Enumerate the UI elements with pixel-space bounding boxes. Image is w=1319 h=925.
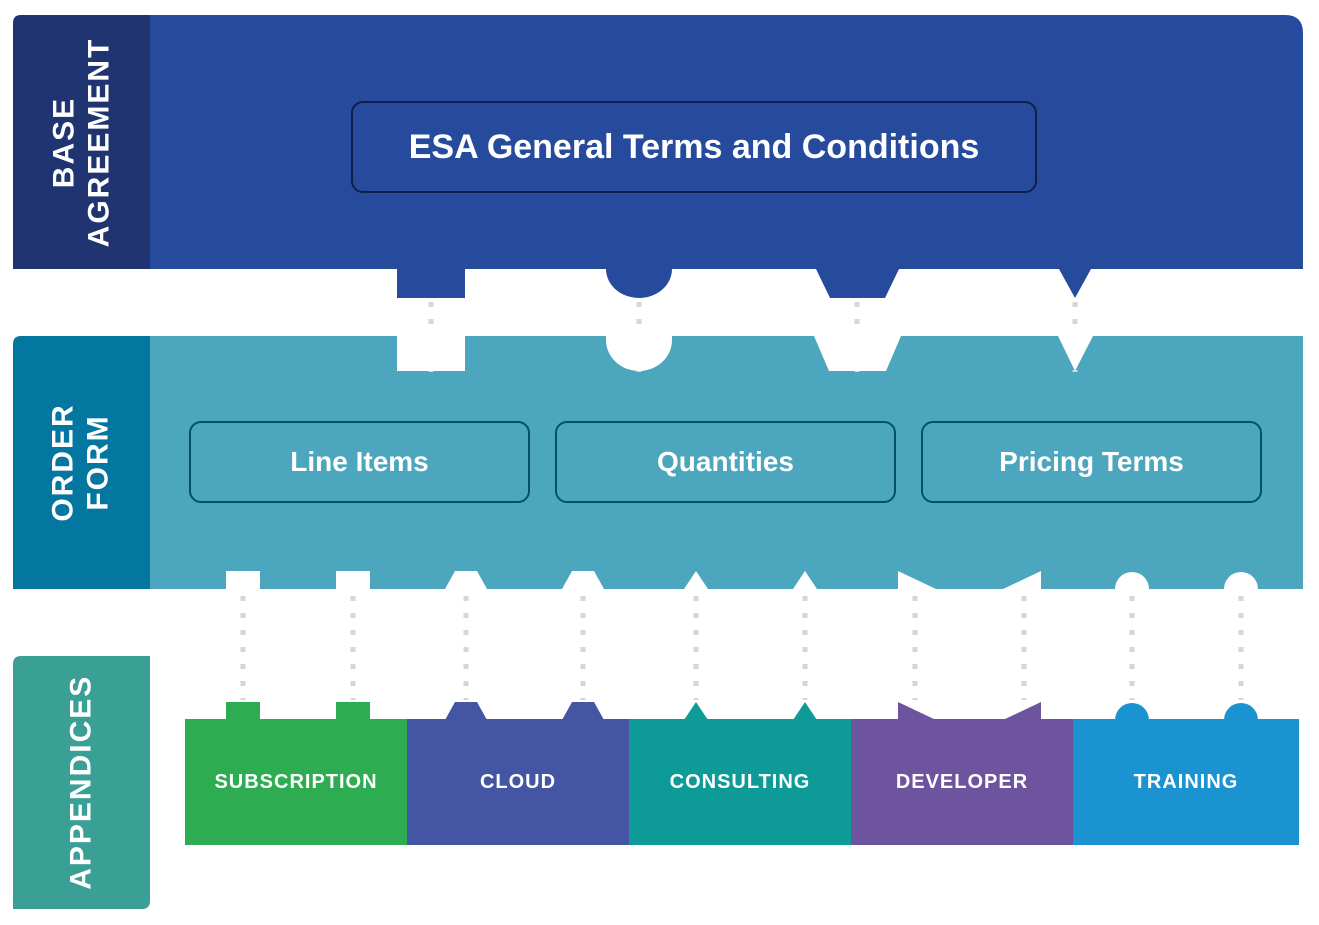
order-form-label-text: ORDER FORM bbox=[47, 403, 115, 522]
base-label-panel bbox=[13, 15, 150, 269]
appendix-block-3 bbox=[851, 719, 1073, 845]
appendix-block-0 bbox=[185, 719, 407, 845]
base-agreement-label-text: BASE AGREEMENT bbox=[47, 37, 115, 247]
appendix-cloud: CLOUD bbox=[479, 770, 557, 793]
line-items-box: Line Items bbox=[189, 421, 530, 503]
appendix-block-2 bbox=[629, 719, 851, 845]
order-trapezoid-socket-1 bbox=[562, 571, 604, 589]
order-round-socket-1 bbox=[1224, 572, 1258, 589]
subscription-square-tab-0 bbox=[226, 702, 260, 720]
order-triangle-socket bbox=[1058, 336, 1093, 371]
order-label-panel bbox=[13, 336, 150, 589]
order-triangle-socket-0 bbox=[684, 571, 708, 589]
order-square-socket-0 bbox=[226, 571, 260, 589]
developer-arrow-left-tab bbox=[1003, 702, 1041, 720]
order-triangle-socket-1 bbox=[793, 571, 817, 589]
training-round-tab-1 bbox=[1224, 703, 1258, 720]
appendices-label-text: APPENDICES bbox=[64, 674, 98, 891]
order-square-socket-1 bbox=[336, 571, 370, 589]
order-square-socket bbox=[397, 336, 465, 371]
base-agreement-label: BASE AGREEMENT bbox=[13, 15, 150, 269]
appendix-subscription: SUBSCRIPTION bbox=[214, 770, 378, 793]
base-triangle-tab bbox=[1059, 269, 1091, 298]
order-arrow-right-socket bbox=[898, 571, 936, 589]
base-square-tab bbox=[397, 269, 465, 298]
subscription-square-tab-1 bbox=[336, 702, 370, 720]
appendix-training: TRAINING bbox=[1133, 770, 1239, 793]
order-trapezoid-socket bbox=[814, 336, 901, 371]
cloud-trapezoid-tab-0 bbox=[445, 702, 487, 720]
appendix-block-4 bbox=[1073, 719, 1299, 845]
order-form-label: ORDER FORM bbox=[13, 336, 150, 589]
consulting-triangle-tab-0 bbox=[684, 702, 708, 720]
base-band bbox=[150, 15, 1303, 269]
quantities-box: Quantities bbox=[555, 421, 896, 503]
order-round-socket-0 bbox=[1115, 572, 1149, 589]
appendices-label: APPENDICES bbox=[13, 656, 150, 909]
esa-general-terms-box: ESA General Terms and Conditions bbox=[351, 101, 1037, 193]
appendix-block-1 bbox=[407, 719, 629, 845]
base-trapezoid-tab bbox=[816, 269, 899, 298]
developer-arrow-right-tab bbox=[898, 702, 936, 720]
order-trapezoid-socket-0 bbox=[445, 571, 487, 589]
appendix-developer: DEVELOPER bbox=[895, 770, 1029, 793]
training-round-tab-0 bbox=[1115, 703, 1149, 720]
order-arrow-left-socket bbox=[1003, 571, 1041, 589]
order-round-socket bbox=[606, 336, 672, 371]
cloud-trapezoid-tab-1 bbox=[562, 702, 604, 720]
appendix-consulting: CONSULTING bbox=[669, 770, 811, 793]
base-round-tab bbox=[606, 269, 672, 298]
consulting-triangle-tab-1 bbox=[793, 702, 817, 720]
pricing-terms-box: Pricing Terms bbox=[921, 421, 1262, 503]
appendices-label-panel bbox=[13, 656, 150, 909]
order-band bbox=[150, 336, 1303, 589]
